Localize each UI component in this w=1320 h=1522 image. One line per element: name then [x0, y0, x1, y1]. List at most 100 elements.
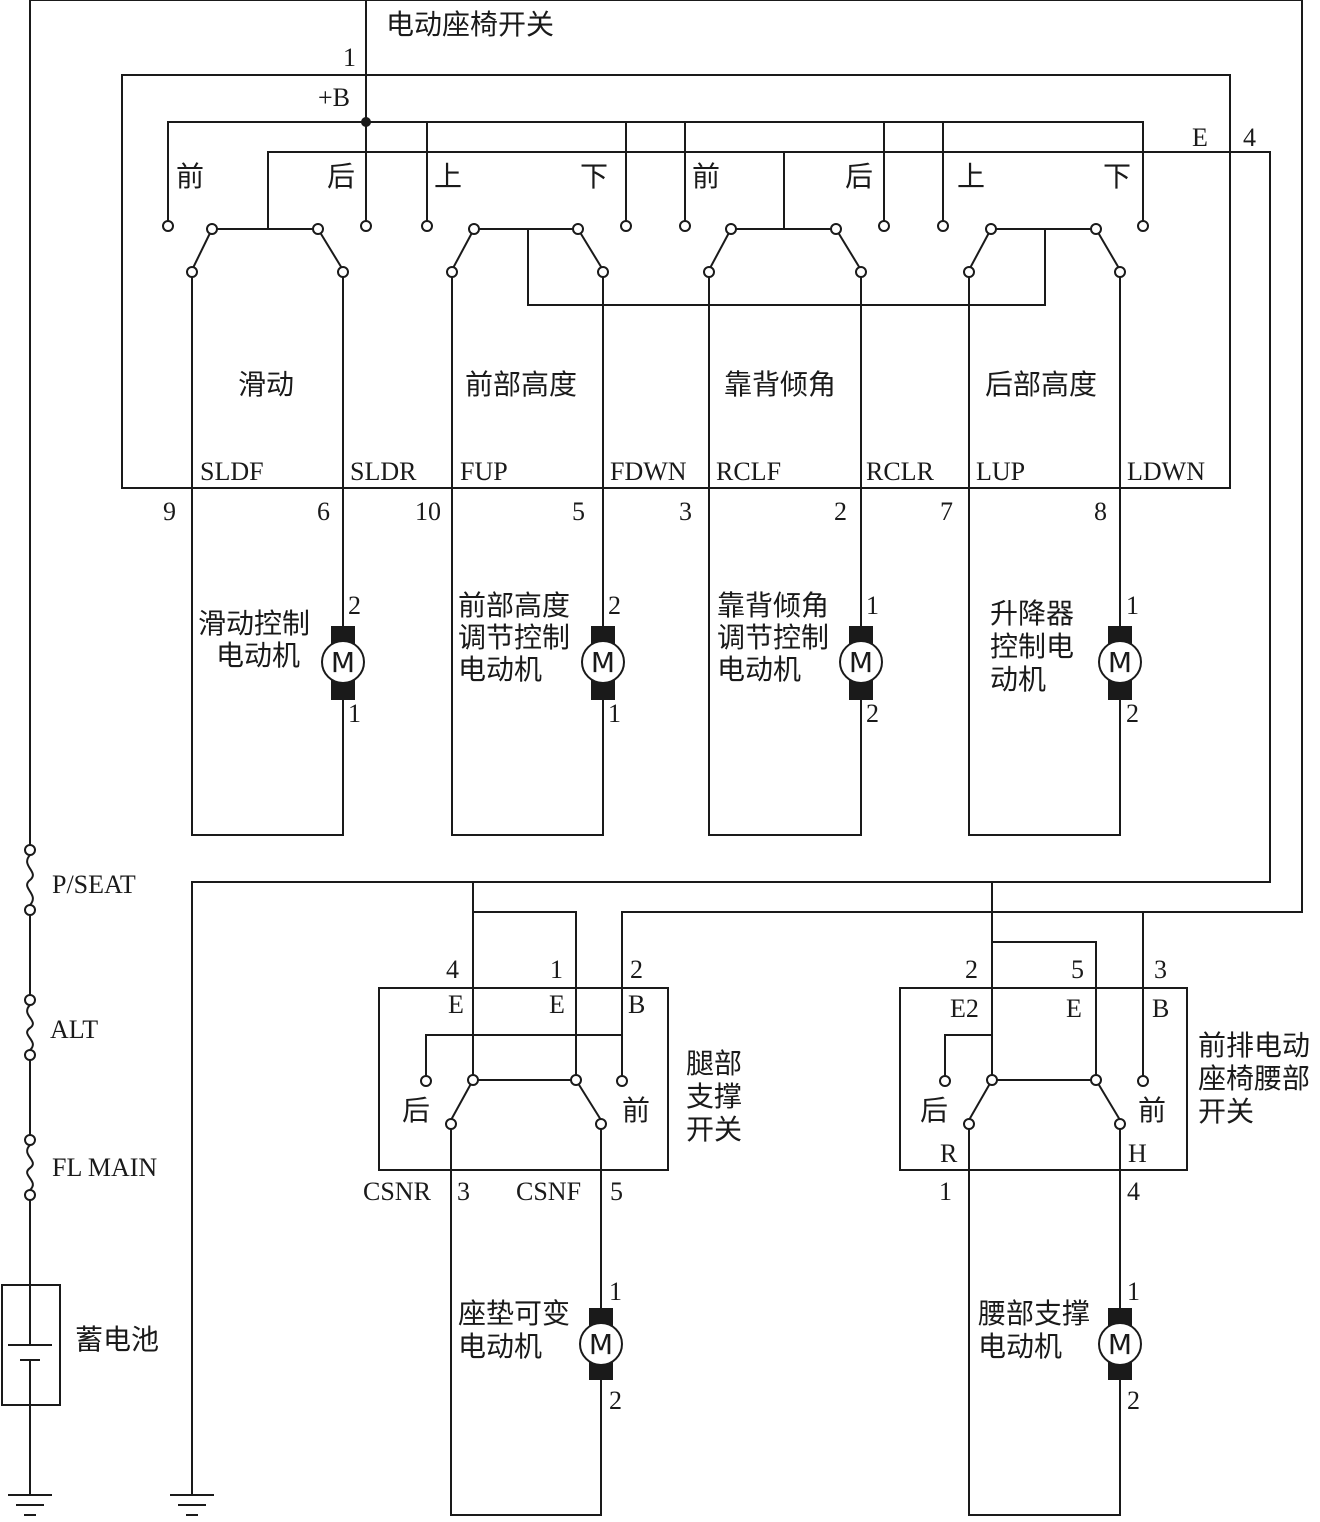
pin-label: 10: [415, 497, 441, 526]
motor-pin: 2: [1126, 699, 1139, 728]
switch-title: 开关: [686, 1113, 742, 1146]
main-seat-switch: 电动座椅开关 1 +B E 4 前 后 上 下 前 后 上 下: [121, 0, 1271, 1495]
terminal-label: E: [549, 990, 565, 1019]
motor-symbol: M: [591, 646, 615, 679]
motor-label: 升降器: [990, 597, 1074, 630]
battery: 蓄电池: [1, 1284, 159, 1406]
motor-label: 滑动控制: [198, 607, 310, 640]
motor-label: 前部高度: [458, 589, 570, 622]
switch-title: 腿部: [686, 1047, 742, 1080]
terminal-sldr: SLDR: [350, 457, 417, 486]
battery-feed-wire: [29, 0, 1303, 1495]
fuse-alt-label: ALT: [50, 1015, 98, 1044]
contact-label: 前: [1138, 1094, 1166, 1127]
motor-label: 腰部支撑: [978, 1297, 1090, 1330]
terminal-label: E2: [950, 994, 979, 1023]
terminal-h: H: [1128, 1139, 1147, 1168]
contact-label: 前: [622, 1094, 650, 1127]
motor-pin: 1: [609, 1277, 622, 1306]
contact-label: 下: [1103, 160, 1131, 193]
switch-recline-lever: [703, 223, 867, 278]
section-slide: 滑动: [238, 368, 294, 401]
motor-label: 电动机: [458, 1330, 542, 1363]
terminal-label: B: [1152, 994, 1169, 1023]
motor-label: 调节控制: [717, 621, 829, 654]
terminal-label: E: [1066, 994, 1082, 1023]
ground-e-label: E: [1192, 123, 1208, 152]
fuse-p-seat: P/SEAT: [24, 844, 136, 916]
motor-label: 靠背倾角: [717, 589, 829, 622]
motor-pin: 1: [348, 699, 361, 728]
motor-pin: 2: [608, 591, 621, 620]
motor-loop-wires: [191, 277, 1121, 836]
contact-label: 后: [327, 160, 355, 193]
pin-label: 3: [457, 1177, 470, 1206]
switch-title: 座椅腰部: [1198, 1062, 1310, 1095]
pin-label: 8: [1094, 497, 1107, 526]
leg-support-switch: 4 1 2 E E B 后 前 腿部 支撑 开关 CSNR 3 CSNF 5: [363, 955, 742, 1206]
motor-pin: 2: [866, 699, 879, 728]
switch-title: 前排电动: [1198, 1029, 1310, 1062]
motor-pin: 1: [1126, 591, 1139, 620]
motor-pin: 1: [608, 699, 621, 728]
fuse-fl-main: FL MAIN: [24, 1134, 157, 1201]
motor-label: 电动机: [458, 653, 542, 686]
contact-label: 前: [692, 160, 720, 193]
motor-pin: 2: [609, 1386, 622, 1415]
section-recline: 靠背倾角: [724, 368, 836, 401]
contact-label: 上: [957, 160, 985, 193]
pin-label: 1: [939, 1177, 952, 1206]
pin-label: 5: [610, 1177, 623, 1206]
section-front-height: 前部高度: [465, 368, 577, 401]
terminal-ldwn: LDWN: [1127, 457, 1205, 486]
plus-b-label: +B: [318, 83, 350, 112]
motor-symbol: M: [1108, 1328, 1132, 1361]
fuse-alt: ALT: [24, 994, 98, 1061]
motor-symbol: M: [331, 646, 355, 679]
pin-1-label: 1: [343, 43, 356, 72]
motor-label: 座垫可变: [458, 1297, 570, 1330]
motor-pin: 1: [866, 591, 879, 620]
motor-pin: 1: [1127, 1277, 1140, 1306]
terminal-fdwn: FDWN: [610, 457, 687, 486]
motor-label: 电动机: [978, 1330, 1062, 1363]
contact-label: 前: [176, 160, 204, 193]
terminal-sldf: SLDF: [200, 457, 264, 486]
main-switch-title: 电动座椅开关: [386, 8, 554, 41]
motor-symbol: M: [849, 646, 873, 679]
ground-left: [8, 1494, 52, 1516]
motor-slide: M 2 1 滑动控制 电动机: [198, 591, 365, 728]
terminal-lup: LUP: [976, 457, 1025, 486]
terminal-rclf: RCLF: [716, 457, 781, 486]
pin-label: 2: [630, 955, 643, 984]
pin-label: 4: [446, 955, 459, 984]
motor-cushion: M 1 2 座垫可变 电动机: [450, 1129, 623, 1516]
contact-label: 后: [402, 1094, 430, 1127]
pin-label: 2: [834, 497, 847, 526]
contact-label: 后: [920, 1094, 948, 1127]
ground-center: [170, 1494, 214, 1516]
terminal-label: E: [448, 990, 464, 1019]
terminal-rclr: RCLR: [866, 457, 935, 486]
terminal-r: R: [940, 1139, 958, 1168]
pin-label: 9: [163, 497, 176, 526]
pin-label: 2: [965, 955, 978, 984]
motor-label: 电动机: [216, 639, 300, 672]
pin-4-label: 4: [1243, 123, 1256, 152]
motor-front-height: M 2 1 前部高度 调节控制 电动机: [458, 589, 625, 728]
switch-title: 支撑: [686, 1080, 742, 1113]
motor-label: 电动机: [717, 653, 801, 686]
lumbar-switch: 2 5 3 E2 E B 后 前 R H 1 4 前排电动 座椅腰部 开关: [899, 955, 1310, 1206]
motor-label: 动机: [990, 663, 1046, 696]
pin-label: 5: [572, 497, 585, 526]
contact-label: 下: [580, 160, 608, 193]
fuse-p-seat-label: P/SEAT: [52, 870, 136, 899]
pin-label: 5: [1071, 955, 1084, 984]
terminal-label: B: [628, 990, 645, 1019]
motor-label: 控制电: [990, 630, 1074, 663]
contact-label: 后: [845, 160, 873, 193]
motor-lifter: M 1 2 升降器 控制电 动机: [990, 591, 1142, 728]
fuse-fl-main-label: FL MAIN: [52, 1153, 157, 1182]
switch-front-height-lever: [446, 223, 609, 278]
